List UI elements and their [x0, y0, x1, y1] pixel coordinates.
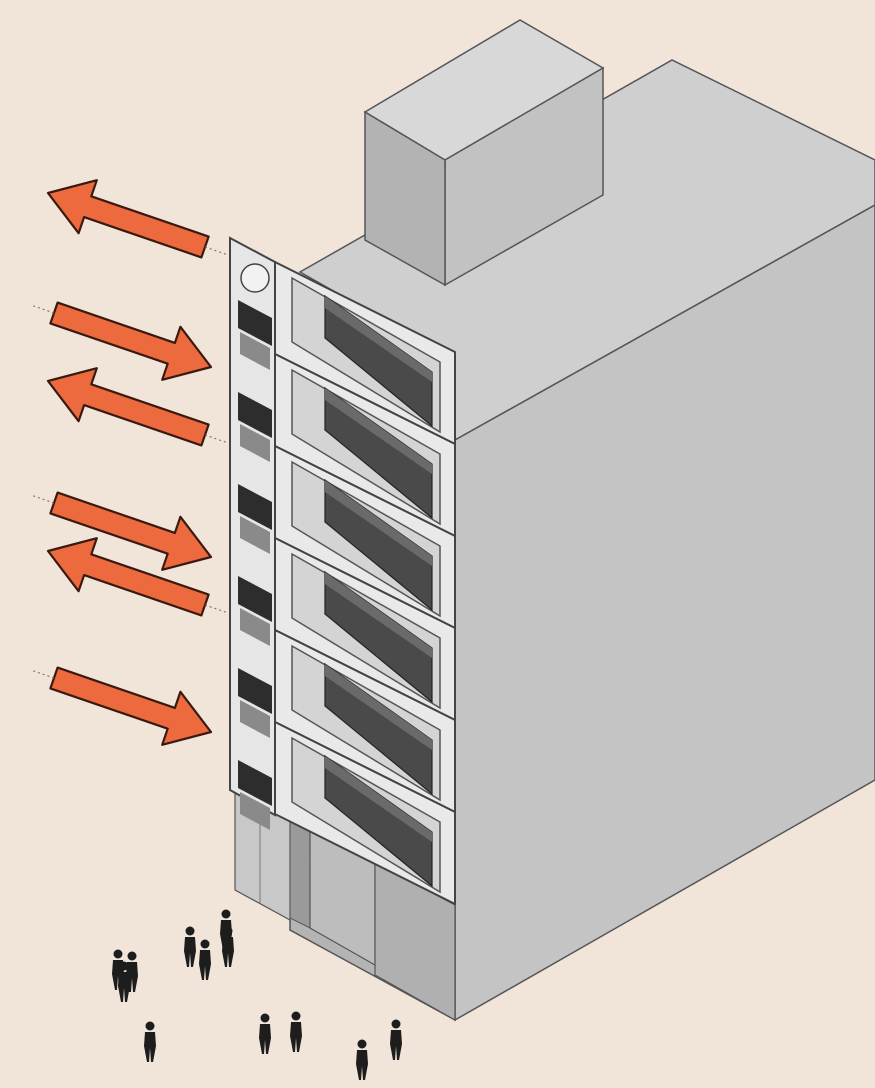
person-body [356, 1050, 368, 1080]
person-body [184, 937, 196, 967]
arrow-lead-line [204, 604, 229, 614]
arrow-shape [49, 666, 213, 746]
facade-screen [229, 236, 276, 830]
screen-opening [240, 263, 270, 293]
screen-shadow [240, 516, 270, 554]
floor-5 [274, 629, 456, 813]
floor-6 [274, 721, 456, 905]
floor-1 [274, 261, 456, 445]
screen-voids [238, 300, 272, 830]
rooftop-box [363, 19, 605, 287]
arrow-shape [46, 179, 210, 259]
window-reflection [325, 480, 432, 566]
arrow-shape [46, 367, 210, 447]
person-figure [144, 1021, 156, 1062]
screen-shadow [240, 332, 270, 370]
person-body [199, 950, 211, 980]
arrow-outward [46, 367, 229, 447]
airflow-arrows [30, 179, 229, 746]
screen-void [238, 300, 272, 346]
person-body [144, 1032, 156, 1062]
person-head [291, 1011, 301, 1021]
arrow-outward [46, 537, 229, 617]
arrow-shape [49, 491, 213, 571]
arrow-inward [30, 491, 213, 571]
arrow-lead-line [30, 669, 55, 679]
window-reflection [325, 756, 432, 842]
person-body [259, 1024, 271, 1054]
person-figure [184, 926, 196, 967]
person-body [390, 1030, 402, 1060]
person-head [119, 961, 129, 971]
people-figures [112, 909, 402, 1080]
window-reflection [325, 388, 432, 474]
arrow-shape [49, 301, 213, 381]
person-figure [222, 926, 234, 967]
person-head [185, 926, 195, 936]
person-body [222, 937, 234, 967]
arrow-lead-line [204, 246, 229, 256]
screen-void [238, 760, 272, 806]
arrow-lead-line [204, 434, 229, 444]
person-head [145, 1021, 155, 1031]
screen-void [238, 668, 272, 714]
person-head [127, 951, 137, 961]
window-glass [324, 386, 433, 520]
person-body [118, 972, 130, 1002]
person-head [260, 1013, 270, 1023]
arrow-lead-line [30, 304, 55, 314]
person-head [223, 926, 233, 936]
arrow-lead-line [30, 494, 55, 504]
person-head [113, 949, 123, 959]
person-head [357, 1039, 367, 1049]
person-head [221, 909, 231, 919]
person-figure [390, 1019, 402, 1060]
arrow-shape [46, 537, 210, 617]
person-figure [259, 1013, 271, 1054]
person-figure [199, 939, 211, 980]
window-glass [324, 294, 433, 428]
screen-shadow [240, 608, 270, 646]
screen-void [238, 392, 272, 438]
screen-shadow [240, 792, 270, 830]
arrow-outward [46, 179, 229, 259]
window-reflection [325, 572, 432, 658]
floor-3 [274, 445, 456, 629]
screen-shadow [240, 700, 270, 738]
window-reflection [325, 296, 432, 382]
screen-void [238, 576, 272, 622]
person-head [391, 1019, 401, 1029]
person-figure [356, 1039, 368, 1080]
floor-4 [274, 537, 456, 721]
person-figure [118, 961, 130, 1002]
person-figure [290, 1011, 302, 1052]
screen-void [238, 484, 272, 530]
person-body [290, 1022, 302, 1052]
window-reflection [325, 664, 432, 750]
floor-frames [274, 261, 456, 905]
arrow-inward [30, 301, 213, 381]
arrow-inward [30, 666, 213, 746]
screen-shadow [240, 424, 270, 462]
floor-2 [274, 353, 456, 537]
person-head [200, 939, 210, 949]
